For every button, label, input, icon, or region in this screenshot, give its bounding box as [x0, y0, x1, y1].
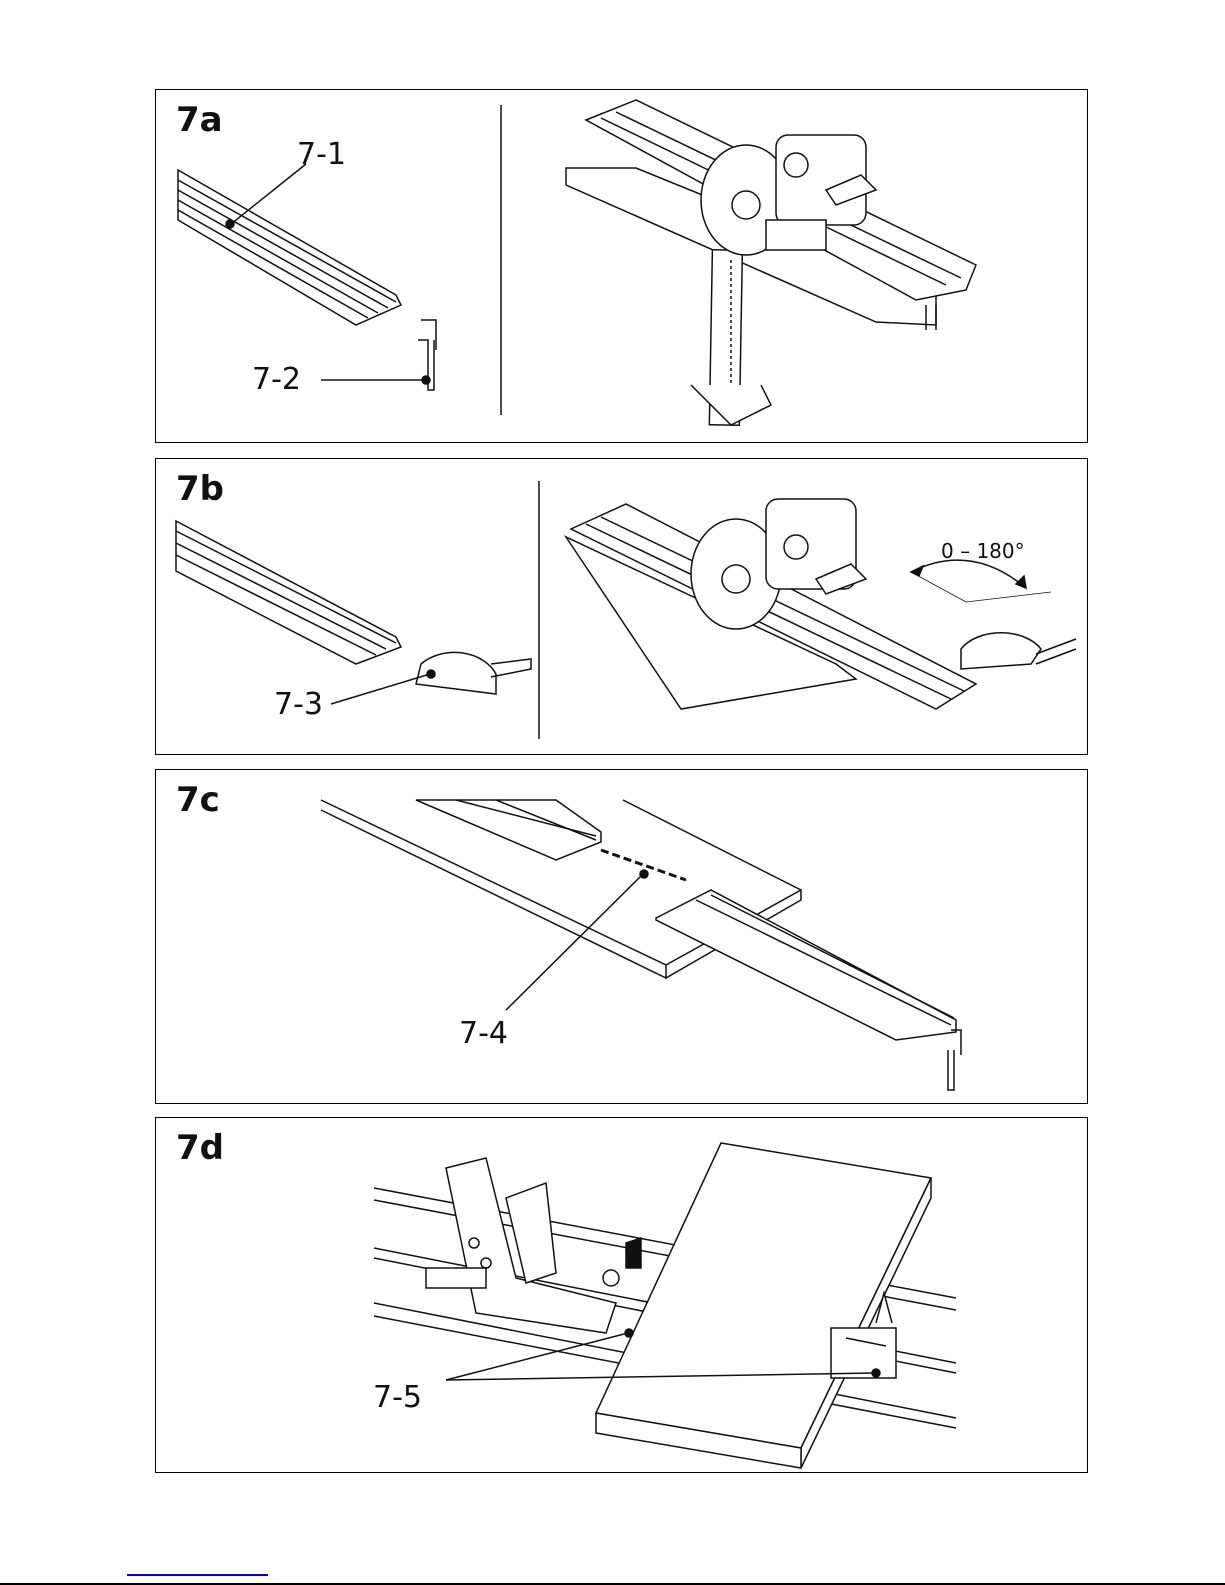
figure-7d: 7d 7-5: [155, 1117, 1088, 1473]
footer-rule: [0, 1583, 1225, 1585]
callout-7-5: 7-5: [373, 1380, 422, 1415]
guide-rail-clamp-illustration: [177, 105, 502, 415]
rail-angle-stop-illustration: [175, 481, 540, 739]
callout-7-4: 7-4: [459, 1016, 508, 1051]
rail-joining-illustration: [320, 799, 962, 1091]
figure-label: 7d: [176, 1128, 224, 1168]
figure-7c: 7c 7-4: [155, 769, 1088, 1104]
figure-7a: 7a: [155, 89, 1088, 443]
saw-angle-cut-illustration: [563, 498, 1077, 710]
callout-7-1: 7-1: [297, 137, 346, 172]
figure-label: 7a: [176, 100, 223, 140]
angle-range-label: 0 – 180°: [941, 539, 1025, 563]
callout-7-3: 7-3: [274, 687, 323, 722]
figure-7b: 7b 7-3 0 – 180°: [155, 458, 1088, 755]
rail-end-stops-illustration: [373, 1142, 957, 1469]
saw-on-rail-illustration: [565, 99, 977, 427]
footer-link-underline[interactable]: [127, 1574, 268, 1576]
figure-label: 7c: [176, 780, 220, 820]
figure-label: 7b: [176, 469, 224, 509]
callout-7-2: 7-2: [252, 362, 301, 397]
